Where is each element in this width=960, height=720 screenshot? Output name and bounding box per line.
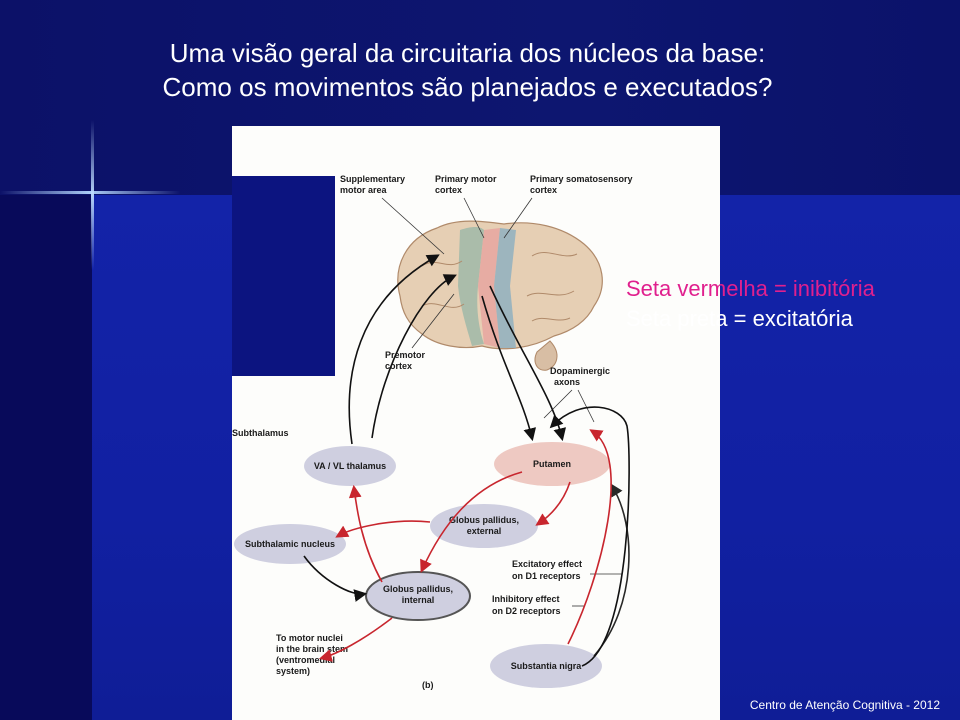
label-gpi-1: Globus pallidus, [383,584,453,594]
label-pss-1: Primary somatosensory [530,174,633,184]
slide-title-line-2: Como os movimentos são planejados e exec… [162,72,773,102]
legend-inhibitory: Seta vermelha = inibitória [626,276,875,301]
label-inhib-1: Inhibitory effect [492,594,560,604]
sparkle-decoration [0,191,180,194]
sparkle-decoration-vertical [91,120,94,270]
label-inhib-2: on D2 receptors [492,606,561,616]
brain-illustration [397,220,603,371]
arrow-legend: Seta vermelha = inibitória Seta preta = … [626,274,875,334]
footer-credit: Centro de Atenção Cognitiva - 2012 [749,698,940,712]
label-subthalamus: Subthalamus [232,428,289,438]
basal-ganglia-figure: Supplementary motor area Primary motor c… [232,126,720,720]
slide-title: Uma visão geral da circuitaria dos núcle… [0,36,935,104]
somatosensory-region [494,228,516,348]
legend-excitatory: Seta preta = excitatória [626,306,853,331]
label-excit-1: Excitatory effect [512,559,582,569]
label-premotor-2: cortex [385,361,412,371]
basal-ganglia-diagram: Supplementary motor area Primary motor c… [232,174,633,690]
nucleus-substantia-nigra [490,644,602,688]
label-gpe-2: external [467,526,502,536]
label-dopa-2: axons [554,377,580,387]
label-motor-3: (ventromedial [276,655,335,665]
label-sma-1: Supplementary [340,174,405,184]
label-sma-2: motor area [340,185,388,195]
label-putamen: Putamen [533,459,571,469]
excitatory-arrows [303,254,630,667]
label-vavl: VA / VL thalamus [314,461,386,471]
label-premotor-1: Premotor [385,350,426,360]
slide-title-line-1: Uma visão geral da circuitaria dos núcle… [169,38,766,68]
label-pmc-1: Primary motor [435,174,497,184]
label-motor-1: To motor nuclei [276,633,343,643]
label-motor-4: system) [276,666,310,676]
inhibitory-arrows [318,429,612,662]
label-gpe-1: Globus pallidus, [449,515,519,525]
figure-cutout-overlay [232,176,335,376]
label-stn: Subthalamic nucleus [245,539,335,549]
label-panel-b: (b) [422,680,434,690]
primary-motor-region [478,228,500,348]
label-dopa-1: Dopaminergic [550,366,610,376]
label-pmc-2: cortex [435,185,462,195]
label-gpi-2: internal [402,595,435,605]
nucleus-subthalamic [234,524,346,564]
premotor-region [458,227,484,346]
nucleus-vavl-thalamus [304,446,396,486]
label-pss-2: cortex [530,185,557,195]
nucleus-putamen [494,442,610,486]
label-motor-2: in the brain stem [276,644,348,654]
label-excit-2: on D1 receptors [512,571,581,581]
label-sn: Substantia nigra [511,661,583,671]
